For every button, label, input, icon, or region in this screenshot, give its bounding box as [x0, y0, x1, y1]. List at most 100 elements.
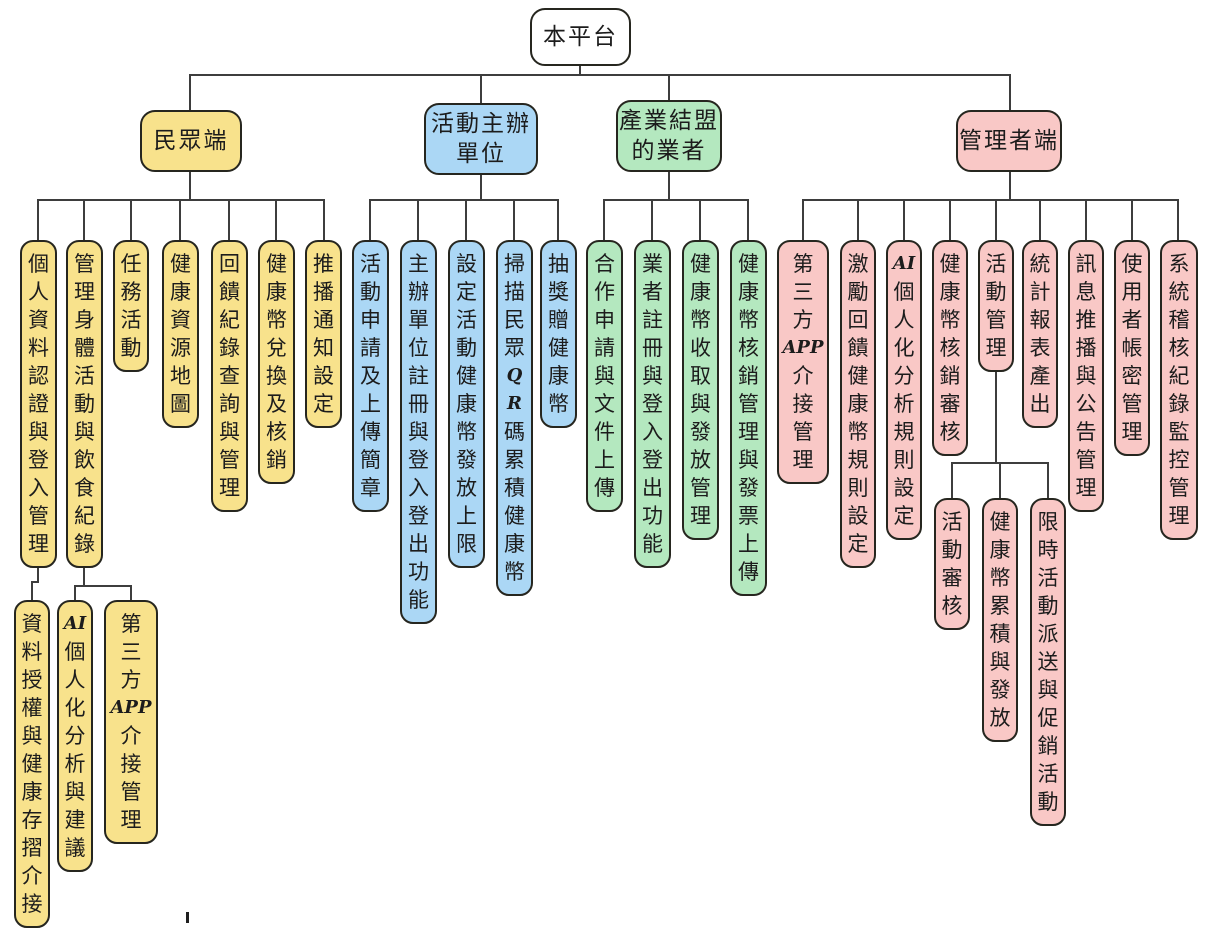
- node-label-line: 申: [594, 308, 615, 332]
- node-label-line: 人: [28, 280, 49, 304]
- node-label-line: 管: [120, 780, 142, 804]
- node-label-line: 理: [219, 476, 240, 500]
- node-label-line: 辦: [408, 280, 429, 304]
- node-label-line: 人: [64, 668, 86, 692]
- node-label-line: 務: [120, 280, 142, 304]
- node-label-line: 勵: [847, 280, 869, 304]
- node-label-line: 理: [690, 504, 711, 528]
- node-label-line: 取: [690, 364, 711, 388]
- node-label-line: 及: [360, 364, 381, 388]
- branch-event-organizer: 活動主辦單位: [424, 103, 538, 175]
- node-label-line: 查: [219, 364, 240, 388]
- node-label-line: 密: [1121, 364, 1143, 388]
- node-label-line: 介: [21, 864, 43, 888]
- node-label-line: 饋: [847, 336, 869, 360]
- node-label-line: 幣: [456, 420, 477, 444]
- node-label-line: 化: [64, 696, 86, 720]
- node-label-line: 管: [1168, 476, 1190, 500]
- node-label-line: 請: [594, 336, 615, 360]
- node-label-line: 設: [893, 476, 915, 500]
- node-health-resource-map: 健康資源地圖: [162, 240, 199, 428]
- node-label-line: 與: [21, 724, 43, 748]
- node-business-register-login: 業者註冊與登入登出功能: [634, 240, 671, 568]
- node-label-line: 三: [120, 640, 142, 664]
- node-label-line: 描: [504, 280, 525, 304]
- node-label-line: 登: [28, 448, 49, 472]
- node-personal-data-login: 個人資料認證與登入管理: [20, 240, 57, 568]
- node-label-line: 促: [1037, 706, 1059, 730]
- node-label-line: 第: [120, 612, 142, 636]
- node-label-line: 推: [1075, 308, 1097, 332]
- node-label-line: 個: [64, 640, 86, 664]
- node-label-line: 設: [313, 364, 334, 388]
- connector-industry-branch: [603, 171, 749, 241]
- node-label-line: 傳: [594, 476, 615, 500]
- node-label-line: 冊: [642, 336, 663, 360]
- node-label-line: 計: [1029, 280, 1051, 304]
- node-incentive-coin-rules: 激勵回饋健康幣規則設定: [840, 240, 876, 568]
- node-label-line: 理: [74, 280, 95, 304]
- node-label-line: 民: [504, 308, 525, 332]
- node-label-line: 上: [360, 392, 381, 416]
- node-event-review: 活動審核: [934, 498, 970, 630]
- connector-citizen-sublevel: [31, 567, 132, 601]
- node-label-line: 健: [738, 252, 759, 276]
- connector-admin-sublevel: [951, 371, 1049, 499]
- node-label-line: 定: [847, 532, 869, 556]
- node-label-line: 三: [792, 280, 814, 304]
- node-label-line: 資: [28, 308, 49, 332]
- node-label-line: 康: [939, 280, 961, 304]
- node-label-line: 管: [792, 420, 814, 444]
- node-label-line: 發: [456, 448, 477, 472]
- node-label-line: 動: [985, 280, 1007, 304]
- node-label-line: 控: [1168, 448, 1190, 472]
- node-label-line: 與: [28, 420, 49, 444]
- node-label-line: 碼: [504, 420, 525, 444]
- node-label-line: 主: [408, 252, 429, 276]
- node-label-line: 使: [1121, 252, 1143, 276]
- node-label-line: 票: [738, 504, 759, 528]
- node-label-line: 定: [456, 280, 477, 304]
- node-label-line: 播: [313, 280, 334, 304]
- node-label-line: 析: [893, 392, 915, 416]
- node-label-line: 人: [893, 308, 915, 332]
- node-label-line: 設: [847, 504, 869, 528]
- node-label-line: 本平台: [543, 24, 618, 50]
- node-label-line: 出: [1029, 392, 1051, 416]
- node-label-line: 理: [1168, 504, 1190, 528]
- node-label-line: 授: [21, 668, 43, 692]
- node-label-line: 與: [989, 650, 1011, 674]
- node-label-line: 入: [642, 420, 663, 444]
- node-label-line: 地: [170, 364, 191, 388]
- node-label-line: 化: [893, 336, 915, 360]
- node-label-line: 身: [74, 308, 95, 332]
- node-label-line: 權: [21, 696, 43, 720]
- connector-root: [189, 65, 1011, 111]
- node-label-line: 任: [120, 252, 142, 276]
- node-label-line: 個: [893, 280, 915, 304]
- node-label-line: 活: [120, 308, 142, 332]
- node-label-line: 積: [989, 622, 1011, 646]
- node-label-line: 證: [28, 392, 49, 416]
- node-label-line: 健: [266, 252, 287, 276]
- node-label-line: 銷: [1037, 734, 1059, 758]
- node-label-line: 銷: [939, 364, 961, 388]
- node-label-line: 訊: [1075, 252, 1097, 276]
- node-label-line: 登: [642, 392, 663, 416]
- node-label-line: 接: [21, 892, 43, 916]
- node-label-line: 換: [266, 364, 287, 388]
- node-label-line: 錄: [219, 336, 240, 360]
- node-label-line: 理: [985, 336, 1007, 360]
- node-label-line: 推: [313, 252, 334, 276]
- node-label-line: AI: [63, 613, 87, 634]
- node-label-line: APP: [110, 697, 152, 718]
- node-label-line: 與: [74, 420, 95, 444]
- node-root-platform: 本平台: [530, 8, 631, 66]
- node-label-line: 理: [28, 532, 49, 556]
- node-label-line: 管: [985, 308, 1007, 332]
- node-label-line: 傳: [738, 560, 759, 584]
- node-label-line: 健: [939, 252, 961, 276]
- node-label-line: 產: [1029, 364, 1051, 388]
